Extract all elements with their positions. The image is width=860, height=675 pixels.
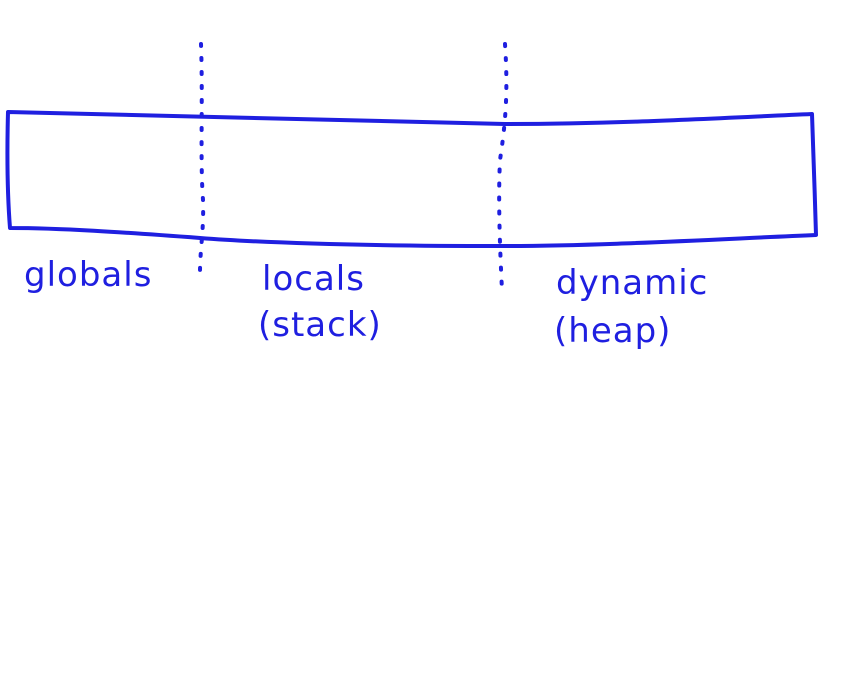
label-dynamic: dynamic — [556, 263, 709, 303]
label-heap: (heap) — [554, 311, 672, 351]
divider-locals-dynamic — [497, 42, 509, 292]
label-globals: globals — [24, 255, 153, 295]
divider-globals-locals — [198, 42, 206, 274]
label-locals: locals — [262, 259, 365, 299]
label-stack: (stack) — [258, 305, 382, 345]
memory-bar-outline — [5, 110, 818, 248]
